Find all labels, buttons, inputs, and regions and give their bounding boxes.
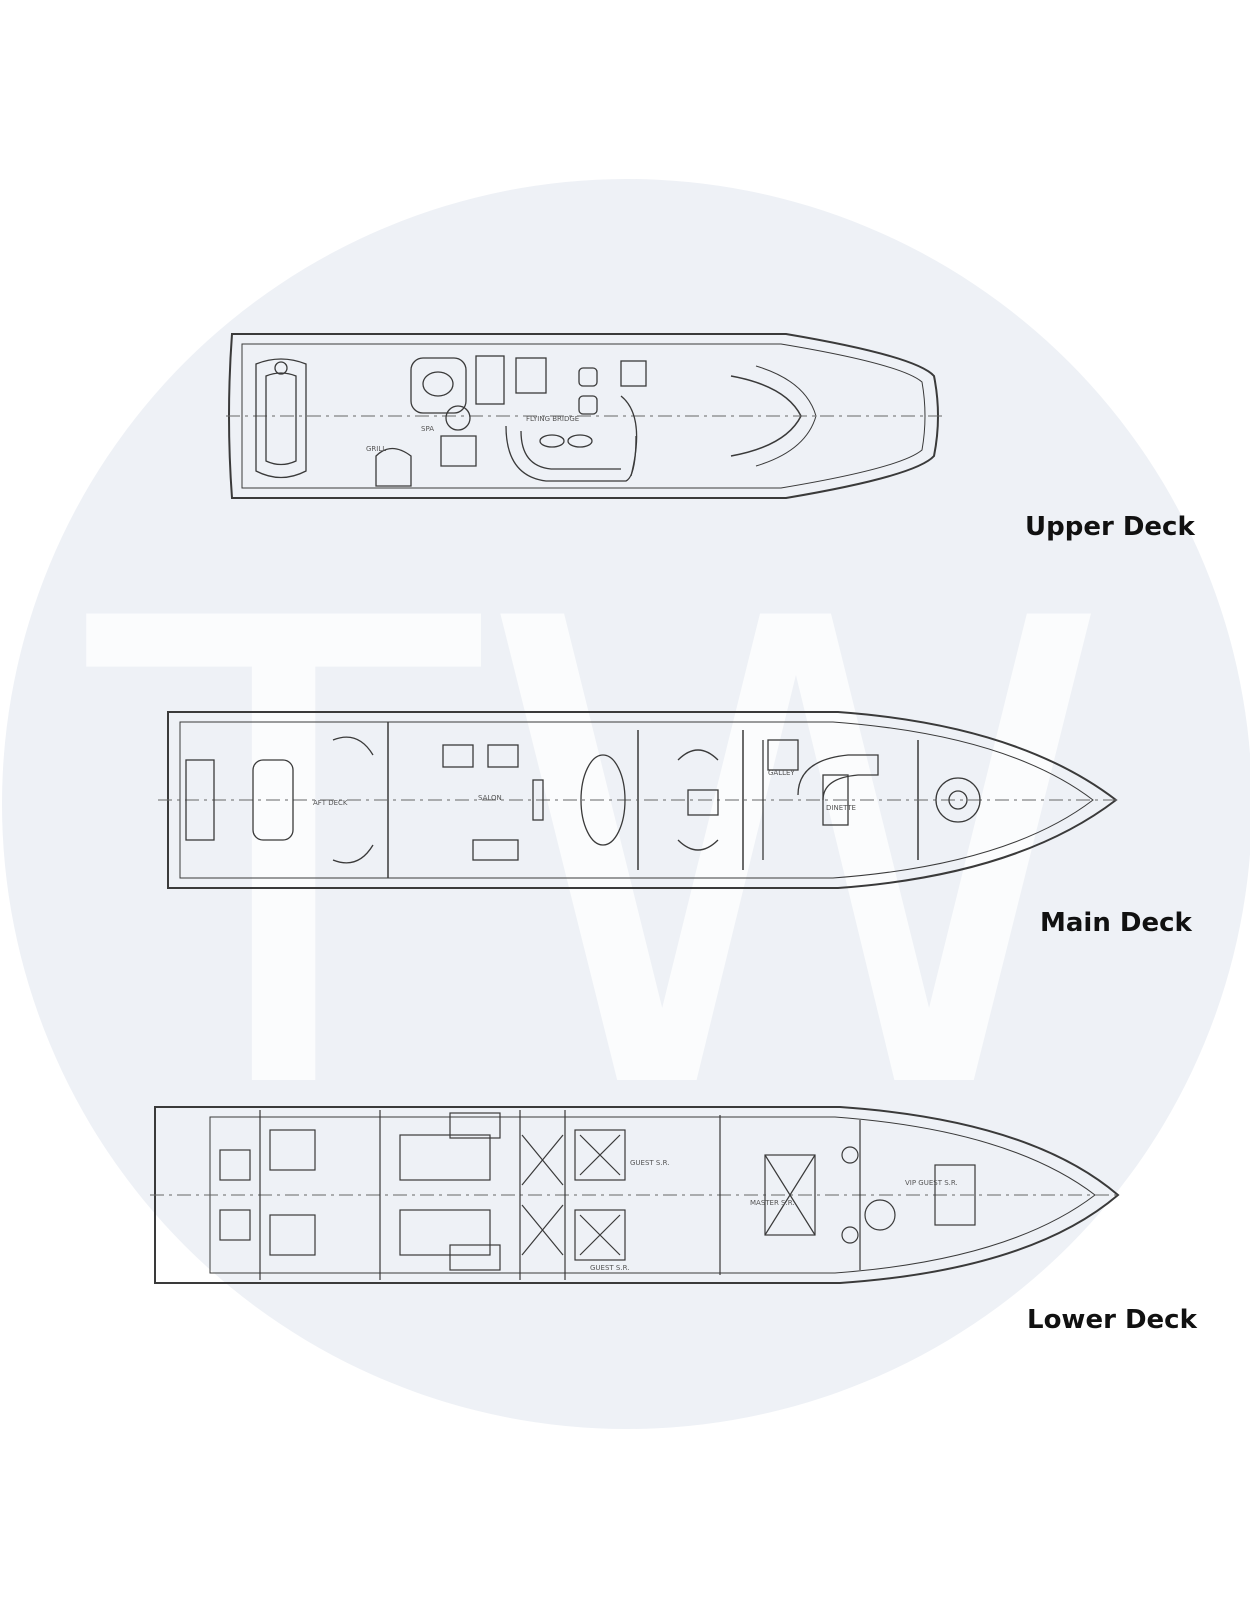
lower-room-label: GUEST S.R. [630,1159,669,1167]
upper-room-label: GRILL [366,445,386,453]
main-room-label: SALON [478,794,502,802]
main-deck-plan: AFT DECK SALON GALLEY DINETTE [158,711,1120,889]
main-room-label: DINETTE [826,804,856,812]
main-room-label: AFT DECK [313,799,348,807]
lower-room-label: GUEST S.R. [590,1264,629,1272]
upper-room-label: SPA [421,425,434,433]
upper-room-label: FLYING BRIDGE [526,415,579,423]
lower-room-label: VIP GUEST S.R. [905,1179,958,1187]
deck-label-lower: Lower Deck [1027,1305,1197,1335]
lower-room-label: MASTER S.R. [750,1199,795,1207]
upper-deck-plan: FLYING BRIDGE SPA GRILL [226,333,946,499]
deck-label-upper: Upper Deck [1025,512,1195,542]
main-room-label: GALLEY [768,769,795,777]
deck-label-main: Main Deck [1040,908,1192,938]
watermark-circle [2,179,1250,1429]
lower-deck-plan: GUEST S.R. GUEST S.R. MASTER S.R. VIP GU… [150,1106,1122,1284]
